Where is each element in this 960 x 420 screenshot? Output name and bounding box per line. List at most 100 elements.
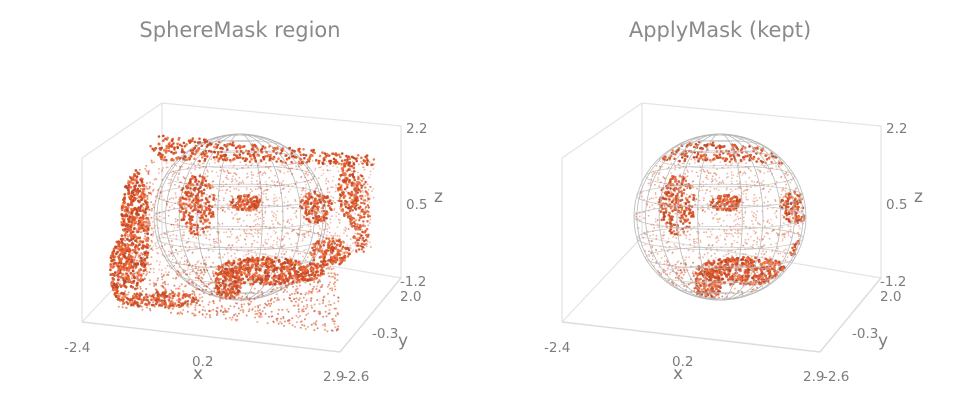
point [195, 182, 199, 186]
point [241, 277, 245, 281]
point [260, 187, 263, 190]
point [225, 183, 227, 186]
point [193, 157, 196, 161]
point [218, 224, 221, 226]
point [290, 292, 293, 295]
point [188, 229, 192, 233]
point [343, 214, 346, 217]
point [156, 251, 159, 254]
point [123, 247, 126, 251]
point [233, 187, 236, 190]
point [138, 184, 142, 188]
point [334, 152, 338, 155]
point [251, 190, 254, 193]
point [186, 267, 189, 270]
point [198, 164, 201, 167]
point [346, 158, 349, 161]
point [189, 302, 193, 306]
point [325, 267, 328, 270]
point [240, 282, 243, 285]
point [249, 191, 252, 194]
point [372, 158, 376, 161]
point [216, 312, 219, 315]
point [285, 166, 288, 169]
point [371, 163, 374, 166]
point [113, 261, 117, 265]
point [150, 298, 153, 302]
point [209, 186, 212, 190]
point [275, 196, 278, 199]
point [304, 259, 307, 262]
point [330, 258, 334, 262]
point [279, 171, 282, 174]
point [257, 315, 260, 318]
point [182, 308, 185, 311]
point [246, 278, 250, 281]
point [253, 199, 256, 203]
point [169, 304, 172, 307]
point [337, 325, 340, 328]
point [186, 302, 189, 306]
point [279, 223, 282, 226]
point [281, 256, 284, 258]
point [196, 210, 200, 214]
point [217, 208, 220, 211]
point [343, 172, 346, 176]
point [111, 251, 115, 255]
point [180, 144, 184, 148]
point [253, 298, 256, 301]
point [216, 310, 219, 313]
point [228, 200, 231, 203]
point [346, 234, 348, 237]
point [240, 305, 243, 308]
point [152, 190, 154, 193]
point [131, 242, 135, 246]
point [113, 271, 117, 275]
point [280, 192, 282, 195]
point [280, 272, 284, 276]
point [215, 171, 218, 174]
point [360, 161, 362, 163]
point [272, 149, 275, 153]
point [205, 234, 208, 237]
point [287, 232, 290, 235]
point [278, 169, 281, 172]
point [119, 248, 122, 252]
point [345, 190, 348, 193]
point [156, 195, 159, 197]
point [189, 194, 192, 198]
point [138, 168, 141, 171]
point [322, 315, 325, 318]
point [331, 246, 335, 250]
point [337, 183, 341, 186]
point [153, 206, 155, 209]
point [279, 169, 282, 172]
point [309, 228, 312, 231]
point [299, 252, 302, 255]
point [187, 166, 190, 169]
point [140, 246, 144, 250]
point [237, 183, 240, 185]
point [171, 252, 173, 254]
point [161, 244, 164, 247]
point [311, 271, 315, 275]
point [277, 322, 280, 325]
point [253, 156, 256, 160]
point [196, 141, 200, 144]
point [372, 196, 375, 199]
point [319, 200, 322, 204]
point [186, 273, 189, 276]
point [226, 188, 229, 191]
point [348, 174, 351, 177]
point [244, 157, 248, 161]
point [170, 150, 173, 154]
point [263, 271, 267, 274]
point [231, 179, 234, 182]
point [320, 174, 323, 177]
point [222, 180, 225, 183]
point [280, 182, 283, 184]
point [145, 287, 148, 290]
point [177, 178, 179, 181]
point [229, 190, 232, 193]
point [281, 160, 285, 164]
